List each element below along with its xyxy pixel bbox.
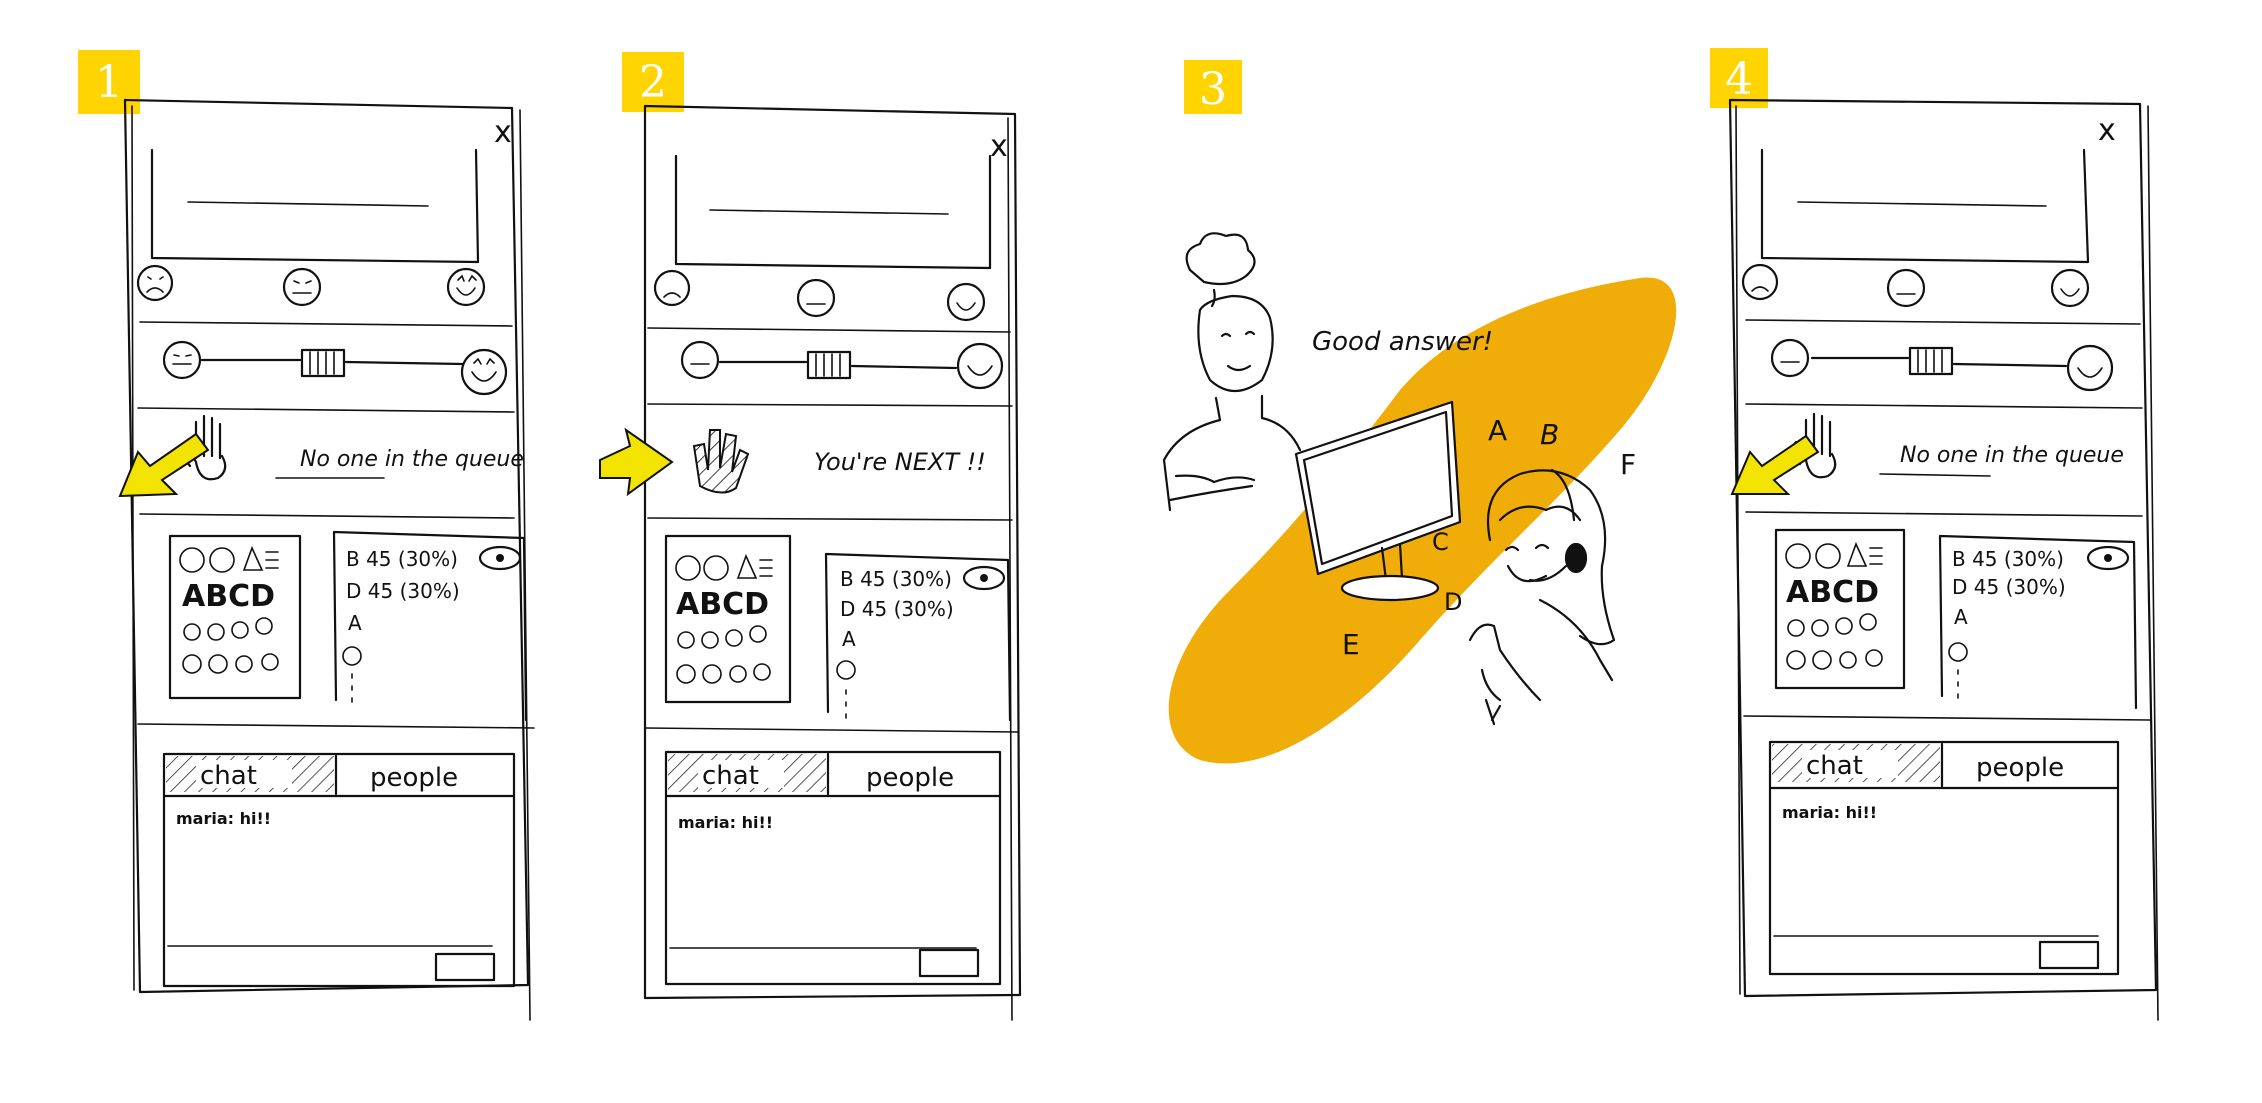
- chat-panel: [1768, 740, 2120, 976]
- reaction-palette: [168, 534, 302, 700]
- frame-badge-1: [78, 50, 140, 114]
- answer-letter-c: C: [1432, 528, 1449, 556]
- poll-line-3: A: [1954, 605, 1968, 629]
- answer-letter-a: A: [1488, 414, 1507, 447]
- panel-outline: [123, 98, 530, 994]
- answer-letter-d: D: [1444, 588, 1462, 616]
- neutral-face-icon[interactable]: [1886, 268, 1926, 308]
- frame-badge-number-1: 1: [95, 57, 123, 108]
- panel-outline: [1728, 98, 2158, 998]
- frame-4: 4 x: [1710, 48, 2159, 1021]
- queue-status-text: You're NEXT !!: [814, 448, 986, 476]
- sad-face-icon[interactable]: [653, 269, 691, 307]
- chat-message: maria: hi!!: [176, 809, 271, 828]
- tab-chat-label: chat: [702, 761, 759, 791]
- poll-line-1: B 45 (30%): [840, 567, 952, 591]
- tab-chat-label: chat: [1806, 751, 1863, 781]
- video-area: [1760, 148, 2090, 264]
- pointer-arrow-icon: [118, 432, 210, 498]
- queue-status-text: No one in the queue: [300, 447, 524, 472]
- chat-panel: [664, 750, 1002, 986]
- frame-badge-number-3: 3: [1199, 64, 1227, 115]
- answer-letter-b: B: [1540, 418, 1559, 451]
- teacher-figure: [1162, 232, 1302, 512]
- happy-face-icon[interactable]: [946, 282, 986, 322]
- answer-letters: ABCD: [182, 579, 275, 614]
- mood-slider[interactable]: [1770, 338, 2114, 392]
- answer-letter-f: F: [1620, 448, 1636, 481]
- poll-results-panel: [824, 552, 1012, 722]
- chat-message: maria: hi!!: [678, 813, 773, 832]
- close-icon[interactable]: x: [494, 115, 512, 150]
- poll-line-2: D 45 (30%): [346, 579, 460, 603]
- frame-2: 2 x: [599, 52, 1022, 1021]
- neutral-face-icon[interactable]: [796, 278, 836, 318]
- poll-line-2: D 45 (30%): [1952, 575, 2066, 599]
- pointer-arrow-icon: [599, 427, 674, 497]
- video-area: [674, 154, 992, 270]
- tab-people[interactable]: people: [370, 763, 458, 793]
- poll-line-1: B 45 (30%): [346, 547, 458, 571]
- poll-results-panel: [332, 530, 528, 722]
- eye-icon[interactable]: [2086, 545, 2130, 571]
- frame-badge-number-2: 2: [639, 57, 667, 108]
- send-button[interactable]: [434, 952, 496, 982]
- poll-line-3: A: [842, 627, 856, 651]
- reaction-palette: [1774, 528, 1906, 690]
- video-area: [150, 148, 480, 264]
- queue-status-text: No one in the queue: [1900, 443, 2124, 468]
- happy-face-icon[interactable]: [2050, 268, 2090, 308]
- mood-slider[interactable]: [162, 340, 508, 396]
- panel-outline: [643, 104, 1022, 1000]
- chat-panel: [162, 752, 516, 988]
- frame-badge-3: [1184, 60, 1242, 114]
- answer-letters: ABCD: [1786, 575, 1879, 610]
- sad-face-icon[interactable]: [1741, 263, 1779, 301]
- frame-badge-4: [1710, 48, 1768, 108]
- monitor-icon: [1294, 400, 1462, 602]
- pointer-arrow-icon: [1730, 434, 1820, 495]
- teacher-speech: Good answer!: [1312, 327, 1493, 357]
- answer-letter-e: E: [1342, 628, 1360, 661]
- frame-1: 1 x: [78, 50, 535, 1021]
- happy-face-icon[interactable]: [446, 267, 486, 307]
- tab-people[interactable]: people: [1976, 753, 2064, 783]
- poll-line-2: D 45 (30%): [840, 597, 954, 621]
- eye-icon[interactable]: [478, 545, 522, 571]
- raise-hand-filled-button[interactable]: [692, 429, 750, 494]
- student-figure: [1468, 468, 1616, 726]
- poll-line-1: B 45 (30%): [1952, 547, 2064, 571]
- send-button[interactable]: [918, 948, 980, 978]
- sad-face-icon[interactable]: [136, 264, 174, 302]
- eye-icon[interactable]: [962, 565, 1006, 591]
- chat-message: maria: hi!!: [1782, 803, 1877, 822]
- tab-people[interactable]: people: [866, 763, 954, 793]
- mood-slider[interactable]: [680, 340, 1004, 390]
- neutral-face-icon[interactable]: [282, 267, 322, 307]
- poll-line-3: A: [348, 611, 362, 635]
- tab-chat-label: chat: [200, 761, 257, 791]
- send-button[interactable]: [2038, 940, 2100, 970]
- close-icon[interactable]: x: [2098, 113, 2116, 148]
- reaction-palette: [664, 534, 792, 704]
- poll-results-panel: [1938, 534, 2138, 710]
- frame-badge-number-4: 4: [1725, 54, 1753, 105]
- answer-letters: ABCD: [676, 587, 769, 622]
- close-icon[interactable]: x: [990, 129, 1008, 164]
- frame-3: 3 Good answer! A B C D E F: [1162, 60, 1677, 764]
- frame-badge-2: [622, 52, 684, 112]
